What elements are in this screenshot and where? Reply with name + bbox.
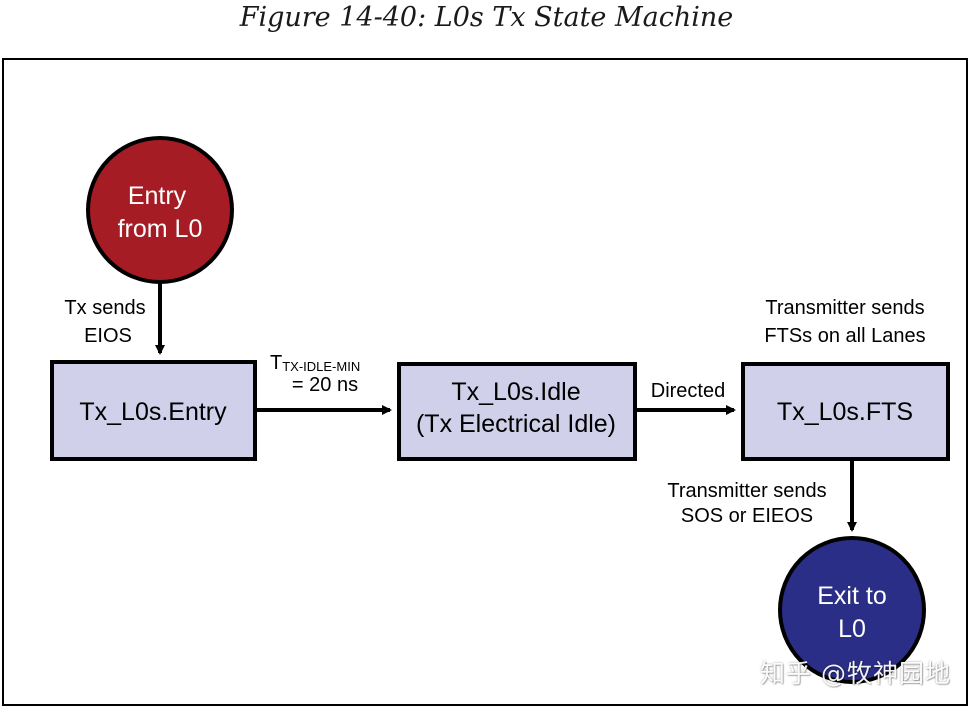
edge-label-transmitter-sends: Transmitter sends	[667, 480, 826, 502]
entry-label-line1: Entry	[128, 182, 187, 210]
state-label-tx-electrical-idle: (Tx Electrical Idle)	[416, 410, 616, 438]
figure-caption: Figure 14-40: L0s Tx State Machine	[239, 2, 734, 33]
state-label-tx-l0s-idle: Tx_L0s.Idle	[451, 378, 580, 406]
edge-label-eios: EIOS	[84, 325, 132, 347]
edge-label-20ns: = 20 ns	[292, 374, 358, 396]
state-label-tx-l0s-fts: Tx_L0s.FTS	[777, 398, 913, 426]
edge-label-tx-sends: Tx sends	[64, 297, 145, 319]
entry-state-circle	[86, 136, 234, 284]
exit-label-line1: Exit to	[817, 582, 886, 610]
state-box-tx-l0s-idle	[397, 362, 637, 461]
edge-label-directed: Directed	[651, 380, 725, 402]
fts-note-line1: Transmitter sends	[765, 297, 924, 319]
t-main: T	[270, 352, 282, 374]
fts-note-line2: FTSs on all Lanes	[764, 325, 925, 347]
state-box-tx-l0s-fts	[741, 362, 950, 461]
diagram-frame	[2, 58, 968, 706]
exit-label-line2: L0	[838, 615, 866, 643]
watermark: 知乎 @牧神园地	[760, 659, 951, 688]
edge-label-t-tx-idle-min: TTX-IDLE-MIN	[270, 352, 360, 374]
state-label-tx-l0s-entry: Tx_L0s.Entry	[79, 398, 227, 426]
state-box-tx-l0s-entry	[50, 360, 257, 461]
t-subscript: TX-IDLE-MIN	[282, 359, 360, 374]
exit-state-circle	[778, 536, 926, 684]
edge-label-sos-or-eieos: SOS or EIEOS	[681, 505, 813, 527]
entry-label-line2: from L0	[118, 215, 203, 243]
